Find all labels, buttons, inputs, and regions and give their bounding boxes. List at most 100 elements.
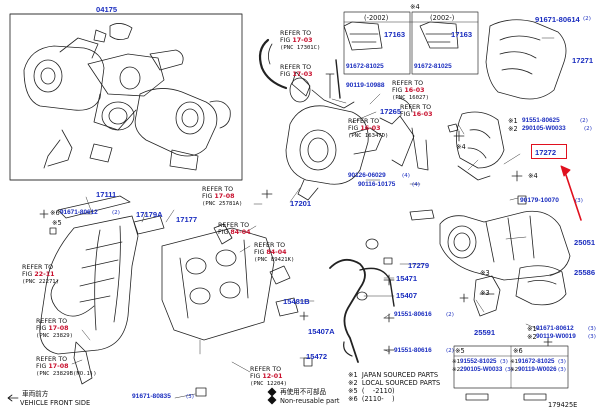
refer-fig-link[interactable]: 84-04 bbox=[266, 249, 287, 257]
refer-pnc: (PNC 22271) bbox=[22, 278, 60, 285]
part-290105-w0033-b[interactable]: 290105-W0033 bbox=[460, 366, 503, 373]
part-91551-80616-b[interactable]: 91551-80616 bbox=[394, 347, 432, 354]
refer-22-11[interactable]: REFER TO FIG 22-11 (PNC 22271) bbox=[22, 264, 59, 286]
part-17271[interactable]: 17271 bbox=[572, 56, 594, 65]
refer-fig-link[interactable]: 84-04 bbox=[230, 229, 251, 237]
refer-pnc: (PNC 89421K) bbox=[254, 256, 295, 263]
refer-fig-link[interactable]: 16-03 bbox=[412, 111, 433, 119]
variant-box-late bbox=[411, 11, 479, 75]
marker-x3-a: ※3 bbox=[480, 269, 490, 277]
refer-17-08-b[interactable]: REFER TO FIG 17-08 (PNC 23829) bbox=[36, 318, 73, 340]
part-90116-10175[interactable]: 90116-10175 bbox=[358, 181, 396, 188]
part-17163-early[interactable]: 17163 bbox=[384, 30, 406, 39]
part-15481b[interactable]: 15481B bbox=[283, 297, 310, 306]
refer-fig-link[interactable]: 17-08 bbox=[214, 193, 235, 201]
refer-fig-prefix: FIG bbox=[22, 271, 35, 279]
part-91671-80614[interactable]: 91671-80614 bbox=[535, 15, 580, 24]
part-17272[interactable]: 17272 bbox=[535, 148, 557, 157]
part-17201[interactable]: 17201 bbox=[290, 199, 312, 208]
refer-84-04-a[interactable]: REFER TO FIG 84-04 bbox=[218, 222, 251, 237]
refer-head: REFER TO bbox=[280, 30, 312, 37]
part-91671-80612-b[interactable]: 91671-80612 bbox=[536, 325, 574, 332]
qty-91671-80614: (2) bbox=[583, 16, 591, 22]
part-25051[interactable]: 25051 bbox=[574, 238, 596, 247]
vehicle-front-label: VEHICLE FRONT SIDE bbox=[20, 399, 91, 407]
part-17279[interactable]: 17279 bbox=[408, 261, 430, 270]
part-17265[interactable]: 17265 bbox=[380, 107, 402, 116]
figure-id: 179425E bbox=[548, 401, 578, 409]
qty-290105-w0033-b: (3) bbox=[505, 367, 513, 373]
refer-84-04-b[interactable]: REFER TO FIG 84-04 (PNC 89421K) bbox=[254, 242, 294, 264]
refer-17-08-a[interactable]: REFER TO FIG 17-08 (PNC 25781A) bbox=[202, 186, 242, 208]
part-91671-80612-a[interactable]: 91671-80612 bbox=[60, 209, 98, 216]
part-17111[interactable]: 17111 bbox=[96, 190, 117, 199]
part-15472[interactable]: 15472 bbox=[306, 352, 328, 361]
refer-pnc: (PNC 12204) bbox=[250, 380, 288, 387]
refer-fig-link[interactable]: 17-03 bbox=[292, 37, 313, 45]
part-17177[interactable]: 17177 bbox=[176, 215, 198, 224]
refer-fig-link[interactable]: 17-08 bbox=[48, 325, 69, 333]
refer-16-03-c[interactable]: REFER TO FIG 16-03 (PNC 16347D) bbox=[348, 118, 388, 140]
part-91552-81025[interactable]: 91552-81025 bbox=[460, 358, 497, 365]
part-91671-80835[interactable]: 91671-80835 bbox=[132, 393, 171, 400]
part-90179-10070[interactable]: 90179-10070 bbox=[520, 197, 559, 204]
qty-91671-80612-a: (2) bbox=[112, 210, 120, 216]
marker-x1-a: ※1 bbox=[508, 117, 518, 125]
refer-pnc: (PNC 25781A) bbox=[202, 200, 243, 207]
qty-91671-80612-b: (3) bbox=[588, 326, 596, 332]
part-90119-10988[interactable]: 90119-10988 bbox=[346, 82, 385, 89]
water-pipe-drawing bbox=[329, 238, 395, 363]
qty-90119-w0019: (3) bbox=[588, 334, 596, 340]
part-15471[interactable]: 15471 bbox=[396, 274, 418, 283]
refer-17-03-b[interactable]: REFER TO FIG 17-03 bbox=[280, 64, 313, 79]
variant-late: (2002-) bbox=[430, 14, 455, 22]
non-reusable-icon bbox=[267, 387, 277, 397]
refer-17-03-a[interactable]: REFER TO FIG 17-03 (PNC 17301C) bbox=[280, 30, 320, 52]
part-15407a[interactable]: 15407A bbox=[308, 327, 335, 336]
part-91551-80625[interactable]: 91551-80625 bbox=[522, 117, 560, 124]
part-25591[interactable]: 25591 bbox=[474, 328, 496, 337]
part-91551-80616-a[interactable]: 91551-80616 bbox=[394, 311, 432, 318]
refer-16-03-b[interactable]: REFER TO FIG 16-03 bbox=[400, 104, 433, 119]
part-17163-late[interactable]: 17163 bbox=[451, 30, 473, 39]
refer-16-03-a[interactable]: REFER TO FIG 16-03 (PNC 16027) bbox=[392, 80, 429, 102]
qty-90179-10070: (3) bbox=[575, 198, 583, 204]
refer-fig-link[interactable]: 17-08 bbox=[48, 363, 69, 371]
marker-x4-c: ※4 bbox=[456, 143, 466, 151]
refer-fig-link[interactable]: 16-03 bbox=[360, 125, 381, 133]
marker-x4-d: ※4 bbox=[528, 172, 538, 180]
marker-x4-top: ※4 bbox=[410, 3, 420, 11]
part-04175[interactable]: 04175 bbox=[96, 5, 118, 14]
part-91672-81025-c[interactable]: 91672-81025 bbox=[518, 358, 555, 365]
refer-12-01[interactable]: REFER TO FIG 12-01 (PNC 12204) bbox=[250, 366, 287, 388]
part-90119-w0026[interactable]: 90119-W0026 bbox=[518, 366, 557, 373]
refer-head: REFER TO bbox=[254, 242, 286, 249]
egr-valve-bracket-drawing bbox=[343, 21, 459, 51]
part-91672-81025-b[interactable]: 91672-81025 bbox=[414, 63, 452, 70]
refer-head: REFER TO bbox=[202, 186, 234, 193]
marker-x3-b: ※3 bbox=[480, 289, 490, 297]
part-90119-w0019[interactable]: 90119-W0019 bbox=[536, 333, 576, 340]
part-25586[interactable]: 25586 bbox=[574, 268, 596, 277]
refer-fig-link[interactable]: 12-01 bbox=[262, 373, 283, 381]
refer-fig-link[interactable]: 17-03 bbox=[292, 71, 313, 79]
legend-local-sourced: ※2 LOCAL SOURCED PARTS bbox=[348, 379, 441, 387]
refer-fig-prefix: FIG bbox=[36, 363, 49, 371]
part-290105-w0033[interactable]: 290105-W0033 bbox=[522, 125, 566, 132]
refer-fig-link[interactable]: 22-11 bbox=[34, 271, 55, 279]
part-17179a[interactable]: 17179A bbox=[136, 210, 163, 219]
part-91672-81025-a[interactable]: 91672-81025 bbox=[346, 63, 384, 70]
part-15407[interactable]: 15407 bbox=[396, 291, 418, 300]
refer-fig-prefix: FIG bbox=[250, 373, 263, 381]
refer-head: REFER TO bbox=[250, 366, 282, 373]
part-90126-06029[interactable]: 90126-06029 bbox=[348, 172, 386, 179]
legend-early-range: ※5 ( -2110) bbox=[348, 387, 395, 395]
catalytic-converter-drawing bbox=[439, 210, 571, 306]
refer-fig-link[interactable]: 16-03 bbox=[404, 87, 425, 95]
refer-17-08-c[interactable]: REFER TO FIG 17-08 (PNC 23829B(NO.1)) bbox=[36, 356, 97, 378]
marker-x6: ※6 bbox=[50, 209, 60, 217]
refer-pnc: (PNC 23829B(NO.1)) bbox=[36, 370, 97, 377]
variant-box-early bbox=[343, 11, 411, 75]
